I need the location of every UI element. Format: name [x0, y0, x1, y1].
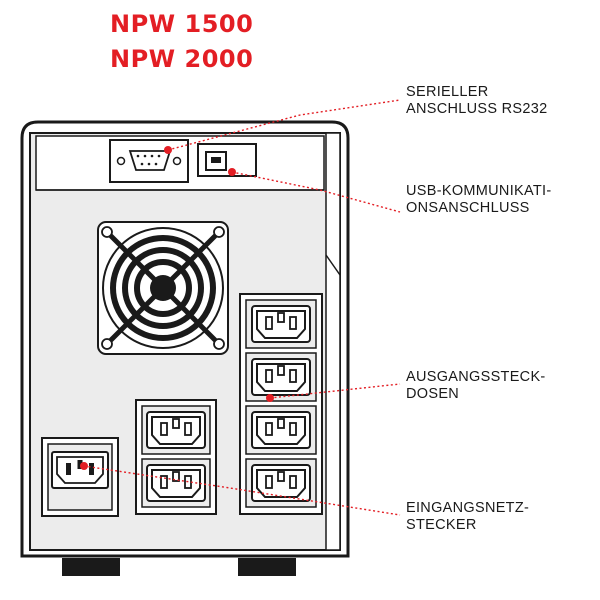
serial-port-rs232 [109, 139, 189, 183]
output-socket-2 [251, 358, 311, 396]
callout-serial-line-1: SERIELLER [406, 84, 489, 100]
marker-outlets [266, 394, 274, 402]
callout-markers [80, 146, 274, 470]
leader-serial [167, 99, 401, 151]
model-title-npw-1500: NPW 1500 [110, 10, 254, 38]
marker-serial [164, 146, 172, 154]
output-socket-1 [251, 305, 311, 343]
leader-inlet [83, 465, 401, 516]
leader-usb [231, 171, 401, 213]
output-socket-3 [251, 411, 311, 449]
callout-usb-port: USB-KOMMUNIKATI- ONSANSCHLUSS [406, 183, 552, 217]
cooling-fan [97, 221, 229, 355]
foot-right [238, 558, 296, 576]
callout-inlet-line-2: STECKER [406, 517, 477, 533]
callout-serial-port: SERIELLER ANSCHLUSS RS232 [406, 84, 548, 118]
callout-usb-line-1: USB-KOMMUNIKATI- [406, 183, 552, 199]
callout-usb-line-2: ONSANSCHLUSS [406, 200, 530, 216]
output-socket-block-right [239, 293, 323, 515]
output-socket-block-middle [135, 399, 217, 515]
callout-leaders [83, 99, 401, 516]
callout-input-plug: EINGANGSNETZ- STECKER [406, 500, 529, 534]
output-socket-5 [146, 411, 206, 449]
foot-left [62, 558, 120, 576]
callout-serial-line-2: ANSCHLUSS RS232 [406, 101, 548, 117]
callout-outlets-line-1: AUSGANGSSTECK- [406, 369, 546, 385]
marker-usb [228, 168, 236, 176]
callout-outlets-line-2: DOSEN [406, 386, 460, 402]
input-power-inlet [41, 437, 119, 517]
callout-inlet-line-1: EINGANGSNETZ- [406, 500, 530, 516]
usb-port [197, 143, 257, 177]
callout-output-sockets: AUSGANGSSTECK- DOSEN [406, 369, 546, 403]
leader-outlets [269, 383, 401, 399]
model-title-npw-2000: NPW 2000 [110, 45, 254, 73]
marker-inlet [80, 462, 88, 470]
